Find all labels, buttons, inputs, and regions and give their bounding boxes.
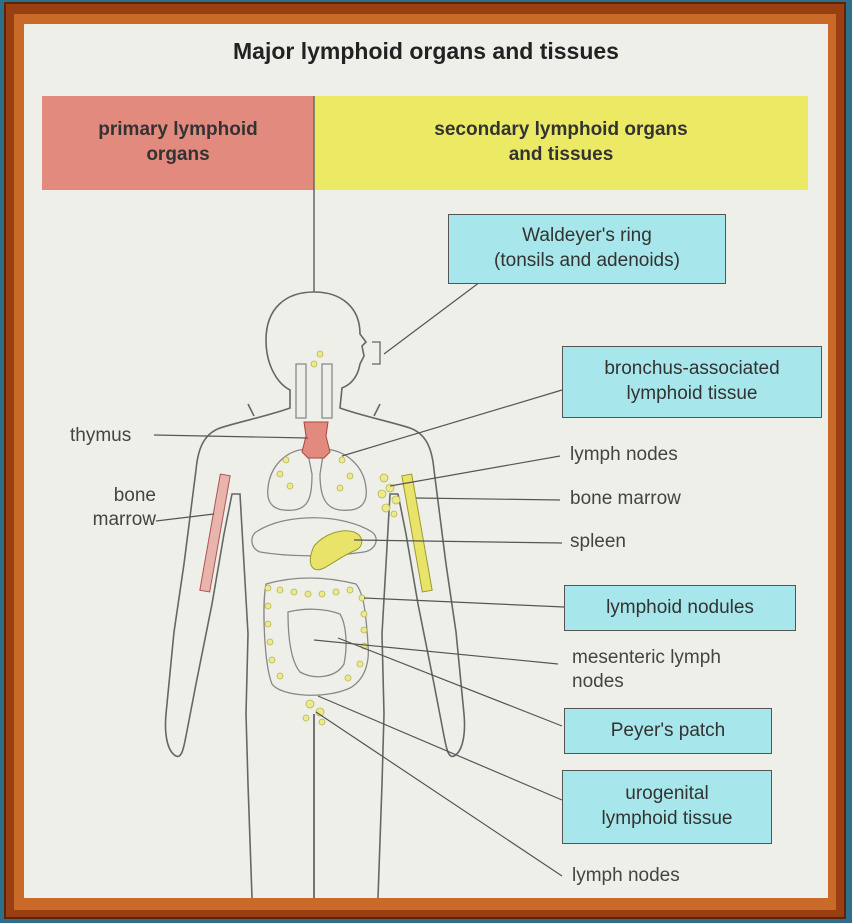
mesenteric-line2: nodes: [572, 671, 624, 692]
leader-lymph-nodes-lower: [316, 712, 562, 876]
waldeyer-line1: Waldeyer's ring: [522, 225, 652, 246]
diagram-panel: Major lymphoid organs and tissues primar…: [24, 24, 828, 898]
label-spleen: spleen: [570, 530, 626, 554]
left-lung: [268, 449, 312, 510]
label-bone-marrow-left: bone marrow: [66, 484, 156, 532]
leader-bone-marrow-left: [156, 514, 214, 521]
box-waldeyers-ring: Waldeyer's ring (tonsils and adenoids): [448, 214, 726, 284]
spleen-organ: [310, 531, 361, 570]
urogenital-line2: lymphoid tissue: [602, 808, 733, 829]
box-lymphoid-nodules: lymphoid nodules: [564, 585, 796, 631]
leader-peyers-patch: [338, 638, 562, 726]
trachea: [296, 364, 332, 418]
arm-bones: [200, 474, 432, 592]
label-bone-marrow-line2: marrow: [93, 509, 156, 530]
box-urogenital-lymphoid-tissue: urogenital lymphoid tissue: [562, 770, 772, 844]
box-bronchus-associated: bronchus-associated lymphoid tissue: [562, 346, 822, 418]
label-bone-marrow-line1: bone: [114, 485, 156, 506]
waldeyer-line2: (tonsils and adenoids): [494, 250, 680, 271]
label-thymus: thymus: [70, 424, 131, 448]
leader-lymphoid-nodules: [364, 598, 564, 607]
urogenital-line1: urogenital: [625, 783, 708, 804]
bronchus-line1: bronchus-associated: [604, 358, 779, 379]
bronchus-line2: lymphoid tissue: [627, 383, 758, 404]
leader-mesenteric: [314, 640, 558, 664]
human-body-outline: [165, 292, 464, 898]
label-mesenteric-lymph-nodes: mesenteric lymph nodes: [572, 646, 721, 694]
box-peyers-patch: Peyer's patch: [564, 708, 772, 754]
leader-bronchus: [342, 390, 562, 456]
left-humerus-marrow: [200, 474, 230, 592]
label-lymph-nodes-lower: lymph nodes: [572, 864, 680, 888]
waldeyer-bracket: [372, 342, 380, 364]
small-intestine: [288, 609, 346, 676]
label-lymph-nodes-upper: lymph nodes: [570, 443, 678, 467]
thymus-organ: [302, 422, 330, 458]
leader-spleen: [354, 540, 562, 543]
leader-waldeyer: [384, 282, 480, 354]
leader-lymph-nodes-upper: [390, 456, 560, 486]
body-diagram: [24, 24, 828, 898]
label-bone-marrow-right: bone marrow: [570, 487, 681, 511]
mesenteric-line1: mesenteric lymph: [572, 647, 721, 668]
leader-thymus: [154, 435, 308, 438]
